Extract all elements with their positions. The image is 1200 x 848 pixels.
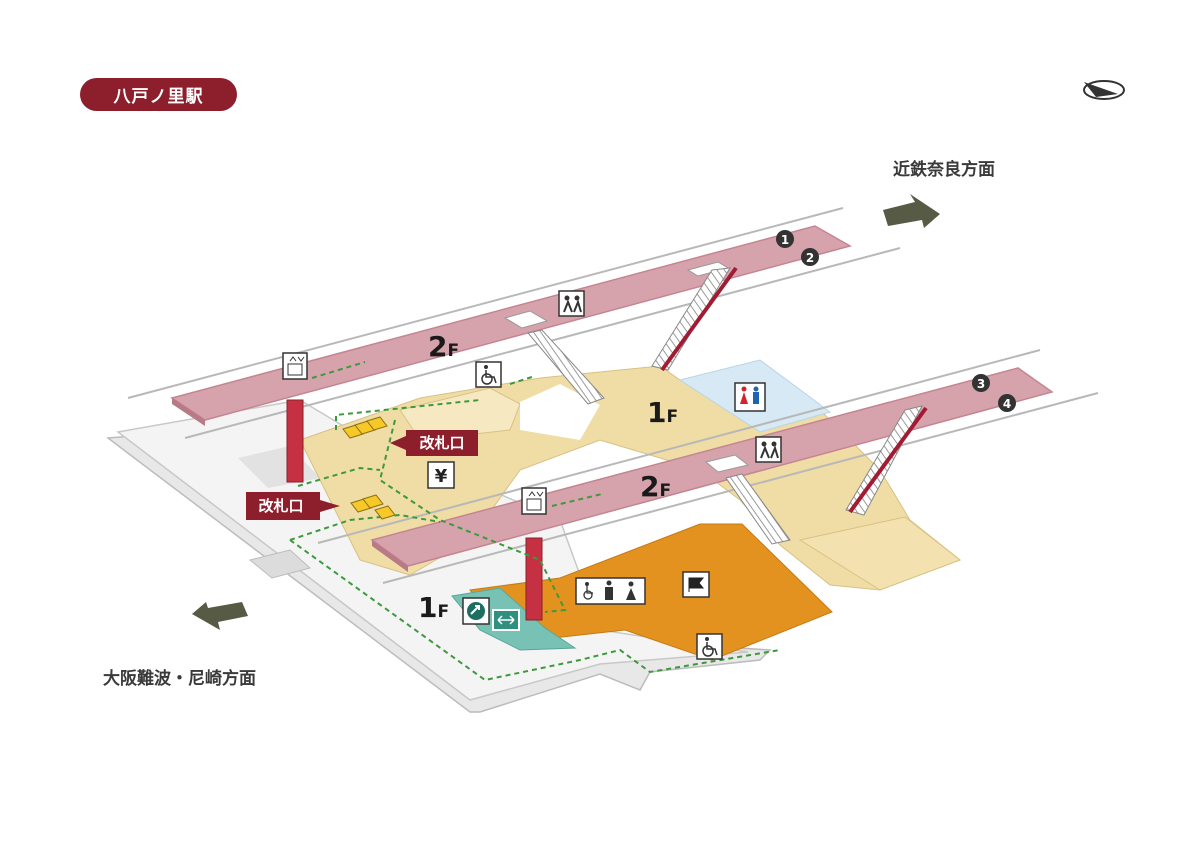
floor-label-1f-upper: 1F xyxy=(647,396,678,429)
platform-2f-south xyxy=(370,367,1054,572)
arrow-right-icon xyxy=(883,194,940,228)
exit-markers: 1 2 3 4 xyxy=(776,230,1016,412)
exit-number: 1 xyxy=(781,233,789,247)
elevator-icon xyxy=(521,487,547,515)
accessible-routes xyxy=(289,361,781,682)
floor-labels: 2F 1F 2F 1F xyxy=(418,330,678,624)
yen-icon: ¥ xyxy=(427,461,455,489)
elevator-icon xyxy=(282,352,308,380)
wheelchair-icon xyxy=(696,633,723,660)
transfer-icon xyxy=(462,597,490,625)
gate-label-text: 改札口 xyxy=(419,434,464,452)
arrow-left-icon xyxy=(192,602,248,630)
ticket-icon xyxy=(492,609,520,631)
stairs xyxy=(527,267,923,545)
exit-number: 4 xyxy=(1003,397,1011,411)
compass-icon xyxy=(1083,80,1125,100)
floor-label-2f-north: 2F xyxy=(428,330,459,363)
restroom-icon xyxy=(734,382,766,412)
accessible-restroom-icon xyxy=(575,577,646,605)
station-name-badge: 八戸ノ里駅 xyxy=(80,78,237,111)
direction-label-nara: 近鉄奈良方面 xyxy=(893,160,995,180)
svg-text:¥: ¥ xyxy=(435,466,448,487)
gate-label-text: 改札口 xyxy=(258,497,303,515)
floor-label-2f-south: 2F xyxy=(640,470,671,503)
exit-number: 2 xyxy=(806,251,814,265)
priority-seat-icon xyxy=(755,436,782,463)
exit-number: 3 xyxy=(977,377,985,391)
wheelchair-icon xyxy=(475,361,502,388)
escalators xyxy=(660,266,928,514)
ticket-gates xyxy=(342,416,396,520)
direction-label-osaka: 大阪難波・尼崎方面 xyxy=(103,669,256,689)
gate-label-upper: 改札口 xyxy=(390,430,478,456)
floor-label-1f-lower: 1F xyxy=(418,591,449,624)
platform-2f-north xyxy=(170,225,852,426)
shop-flag-icon xyxy=(682,571,710,598)
gate-label-lower: 改札口 xyxy=(246,492,340,520)
priority-seat-icon xyxy=(558,290,585,317)
elevator-shafts xyxy=(286,399,543,621)
